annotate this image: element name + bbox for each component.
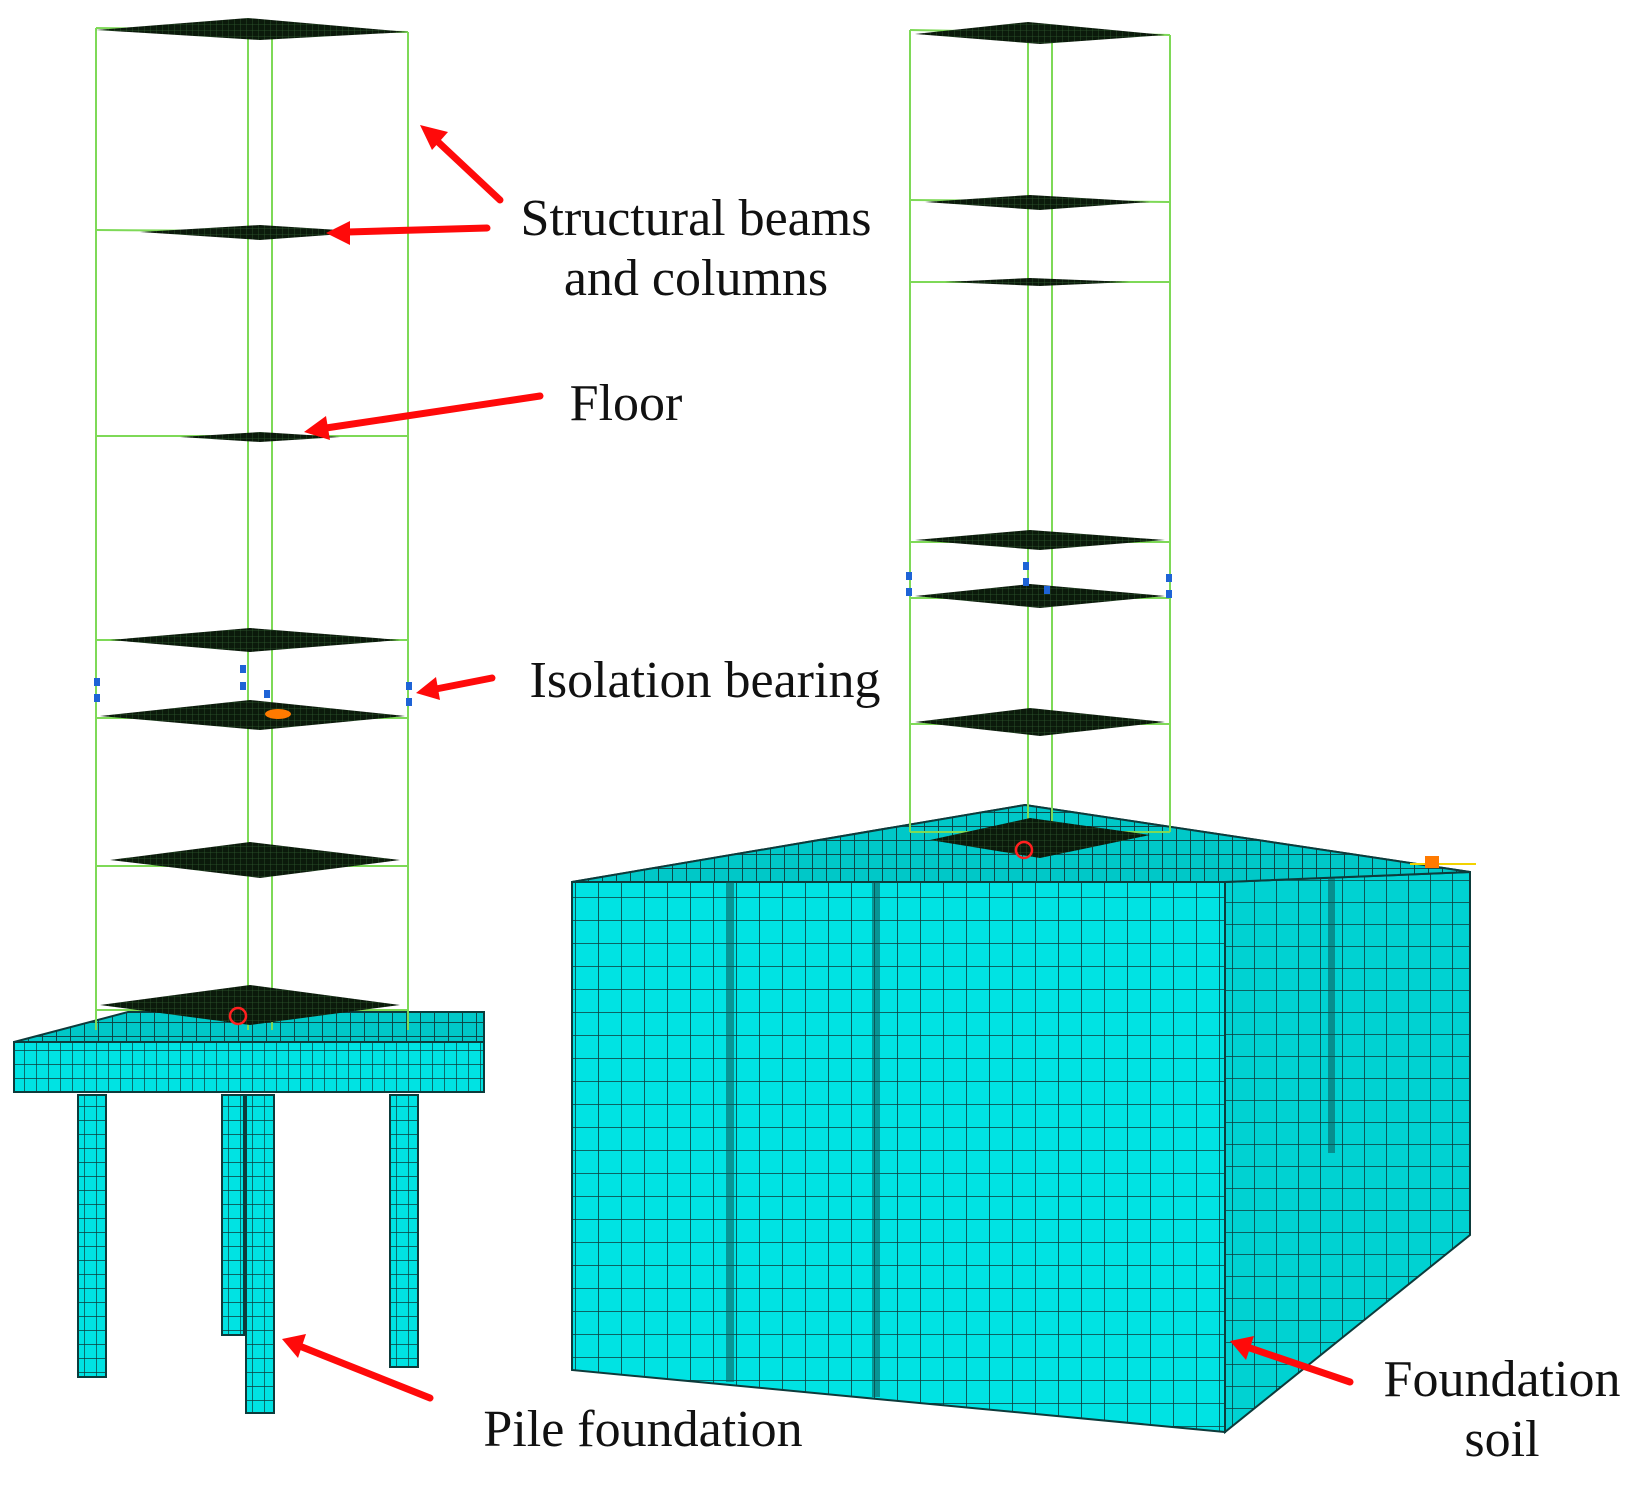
axis-triad-icon [1410,856,1476,868]
label-structural-beams: Structural beams and columns [500,189,892,309]
reference-point [1014,840,1034,860]
pile [389,1094,419,1368]
floor-slabs [915,22,1165,858]
label-pile-foundation: Pile foundation [483,1401,803,1458]
arrow-beams-column [420,125,504,204]
arrow-bearing [416,674,496,700]
label-foundation-soil-line1: Foundation [1383,1351,1621,1408]
label-foundation-soil: Foundation soil [1370,1350,1634,1470]
isolation-bearings [94,665,412,706]
arrow-floor [304,392,544,440]
label-foundation-soil-line2: soil [1464,1411,1540,1468]
pile [221,1094,245,1336]
frame-columns [95,20,409,1030]
soil-dense-bands [726,878,1335,1397]
label-structural-beams-line1: Structural beams [520,190,872,247]
frame-columns [909,25,1171,832]
pile-cap [13,1041,485,1093]
soil-front-face [571,881,1226,1434]
label-structural-beams-line2: and columns [563,250,829,307]
pile [77,1094,107,1378]
right-model [571,22,1476,1435]
label-floor: Floor [569,375,683,432]
reference-point [228,1006,248,1026]
arrow-soil [1230,1336,1354,1386]
arrow-beams-beam [326,221,491,245]
callout-arrows [282,125,1354,1402]
soil-right-face [1224,870,1471,1435]
floor-slabs [96,18,408,1025]
arrow-pile [282,1334,434,1402]
pile [245,1094,275,1414]
label-isolation-bearing: Isolation bearing [529,652,881,709]
marker [265,709,291,719]
isolation-bearings [906,562,1172,598]
left-model [13,18,485,1414]
